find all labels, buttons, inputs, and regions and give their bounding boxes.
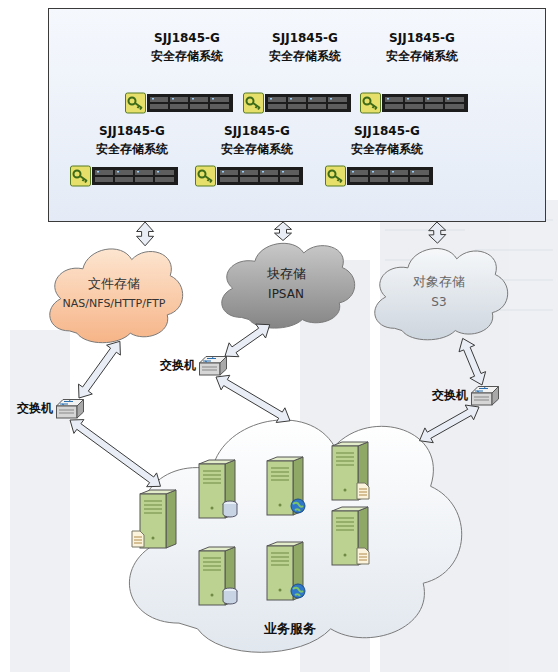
double-arrow xyxy=(275,222,292,241)
server-icon xyxy=(267,542,303,600)
device-name: 安全存储系统 xyxy=(126,47,234,65)
server-decoration xyxy=(291,584,305,598)
storage-cloud: 文件存储NAS/NFS/HTTP/FTP xyxy=(40,232,188,347)
switch-label: 交换机 xyxy=(17,400,53,417)
double-arrow xyxy=(459,338,486,385)
network-switch: 交换机 xyxy=(470,385,500,407)
cloud-title: 文件存储 xyxy=(88,273,140,294)
device-model: SJJ1845-G xyxy=(361,29,469,47)
double-arrow xyxy=(79,341,121,398)
switch-icon xyxy=(472,387,499,406)
cloud-title: 块存储 xyxy=(267,263,306,284)
double-arrow xyxy=(70,420,161,487)
device-name: 安全存储系统 xyxy=(244,47,352,65)
device-model: SJJ1845-G xyxy=(71,122,179,140)
device-label: SJJ1845-G安全存储系统 xyxy=(196,122,304,158)
storage-device: SJJ1845-G安全存储系统 xyxy=(244,29,352,115)
server-icon xyxy=(267,457,303,515)
storage-device: SJJ1845-G安全存储系统 xyxy=(361,29,469,115)
double-arrow xyxy=(429,222,446,243)
device-model: SJJ1845-G xyxy=(244,29,352,47)
storage-cloud: 对象存储S3 xyxy=(365,232,513,344)
device-name: 安全存储系统 xyxy=(71,140,179,158)
storage-device-image xyxy=(361,93,469,113)
cloud-shape xyxy=(222,243,355,328)
device-label: SJJ1845-G安全存储系统 xyxy=(326,122,434,158)
device-label: SJJ1845-G安全存储系统 xyxy=(244,29,352,65)
cloud-shape xyxy=(129,420,461,652)
switch-icon xyxy=(57,400,84,419)
network-switch: 交换机 xyxy=(55,398,85,420)
server-icon xyxy=(199,547,235,605)
switch-icon xyxy=(200,357,227,376)
server-decoration xyxy=(223,501,237,517)
storage-device: SJJ1845-G安全存储系统 xyxy=(71,122,179,190)
double-arrow xyxy=(225,324,270,357)
switch-label: 交换机 xyxy=(432,387,468,404)
storage-cloud: 块存储IPSAN xyxy=(212,228,360,332)
storage-device-image xyxy=(244,93,352,113)
device-model: SJJ1845-G xyxy=(326,122,434,140)
cloud-outline xyxy=(105,378,475,663)
storage-device: SJJ1845-G安全存储系统 xyxy=(196,122,304,190)
service-cloud: 业务服务 xyxy=(105,378,475,663)
server-decoration xyxy=(223,588,237,604)
device-label: SJJ1845-G安全存储系统 xyxy=(71,122,179,158)
storage-device: SJJ1845-G安全存储系统 xyxy=(126,29,234,115)
storage-device-image xyxy=(196,166,304,186)
device-label: SJJ1845-G安全存储系统 xyxy=(126,29,234,65)
double-arrow xyxy=(420,405,480,443)
cloud-title: 对象存储 xyxy=(413,271,465,292)
cloud-label: 对象存储S3 xyxy=(365,232,513,344)
cloud-label: 文件存储NAS/NFS/HTTP/FTP xyxy=(40,232,188,347)
building xyxy=(10,330,70,672)
network-switch: 交换机 xyxy=(198,355,228,377)
server-icon xyxy=(140,490,176,548)
cloud-label: 块存储IPSAN xyxy=(212,228,360,332)
server-icon xyxy=(199,460,235,518)
server-icon xyxy=(332,442,368,500)
storage-device: SJJ1845-G安全存储系统 xyxy=(326,122,434,190)
device-model: SJJ1845-G xyxy=(126,29,234,47)
storage-device-image xyxy=(126,93,234,113)
cloud-protocols: S3 xyxy=(431,292,446,312)
cloud-protocols: IPSAN xyxy=(268,284,304,304)
device-name: 安全存储系统 xyxy=(196,140,304,158)
storage-device-image xyxy=(71,166,179,186)
device-panel: SJJ1845-G安全存储系统SJJ1845-G安全存储系统SJJ1845-G安… xyxy=(48,8,546,222)
device-model: SJJ1845-G xyxy=(196,122,304,140)
device-label: SJJ1845-G安全存储系统 xyxy=(361,29,469,65)
device-name: 安全存储系统 xyxy=(326,140,434,158)
server-decoration xyxy=(291,499,305,513)
cloud-protocols: NAS/NFS/HTTP/FTP xyxy=(63,294,166,313)
cloud-label: 业务服务 xyxy=(105,618,475,639)
double-arrow xyxy=(216,375,290,422)
storage-device-image xyxy=(326,166,434,186)
device-name: 安全存储系统 xyxy=(361,47,469,65)
cloud-shape xyxy=(50,249,183,343)
server-decoration xyxy=(132,531,144,547)
cloud-title: 业务服务 xyxy=(105,618,475,639)
double-arrow xyxy=(137,222,154,246)
cloud-shape xyxy=(375,248,508,339)
server-decoration xyxy=(357,483,369,499)
server-decoration xyxy=(357,548,369,564)
server-icon xyxy=(332,507,368,565)
switch-label: 交换机 xyxy=(160,357,196,374)
